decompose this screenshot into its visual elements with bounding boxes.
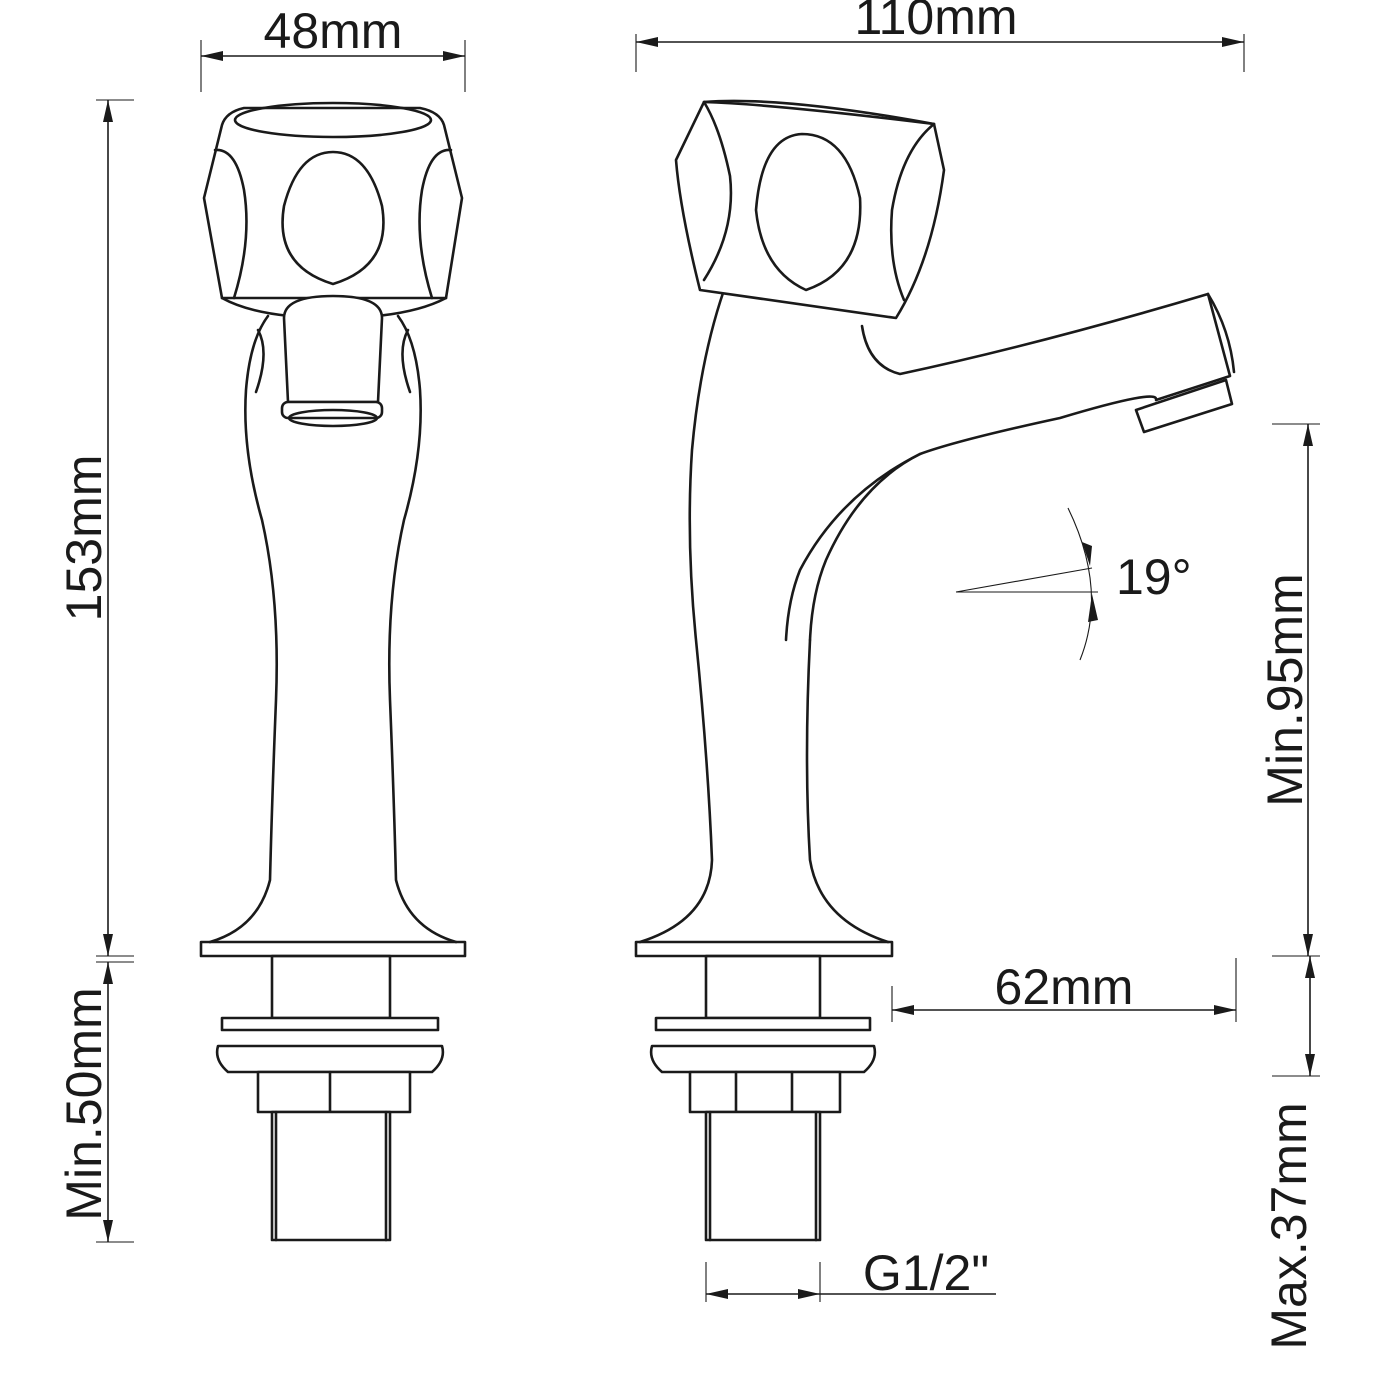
side-body [638,288,890,944]
dimension-min-95mm: Min.95mm [1257,423,1320,957]
dimension-153mm: 153mm [56,99,134,957]
front-handle [202,101,464,320]
dimension-48mm: 48mm [200,3,466,92]
dimension-label-g12-thread: G1/2" [863,1245,989,1301]
dimension-label-max-37mm: Max.37mm [1261,1102,1317,1349]
dimension-label-19-degrees: 19° [1116,549,1192,605]
dimension-min-50mm: Min.50mm [56,961,134,1243]
dimension-label-48mm: 48mm [264,3,403,59]
dimension-label-153mm: 153mm [56,455,112,622]
side-view-tap [634,99,1236,1242]
dimension-thread-g12: G1/2" [705,1245,996,1302]
side-handle [674,99,946,320]
front-base-fixing [199,940,467,1242]
dimension-110mm: 110mm [635,0,1245,72]
dimension-label-62mm: 62mm [995,959,1134,1015]
dimension-max-37mm: Max.37mm [1261,956,1320,1350]
dimension-62mm: 62mm [891,958,1237,1022]
front-body [208,314,458,944]
front-spout-outlet [280,294,384,428]
dimension-label-min-50mm: Min.50mm [56,987,112,1220]
dimension-label-min-95mm: Min.95mm [1257,573,1313,806]
front-view-tap [199,101,467,1242]
dimension-spout-angle: 19° [955,507,1192,661]
side-base-fixing [634,940,894,1242]
side-spout [784,292,1236,642]
dimension-label-110mm: 110mm [854,0,1017,45]
